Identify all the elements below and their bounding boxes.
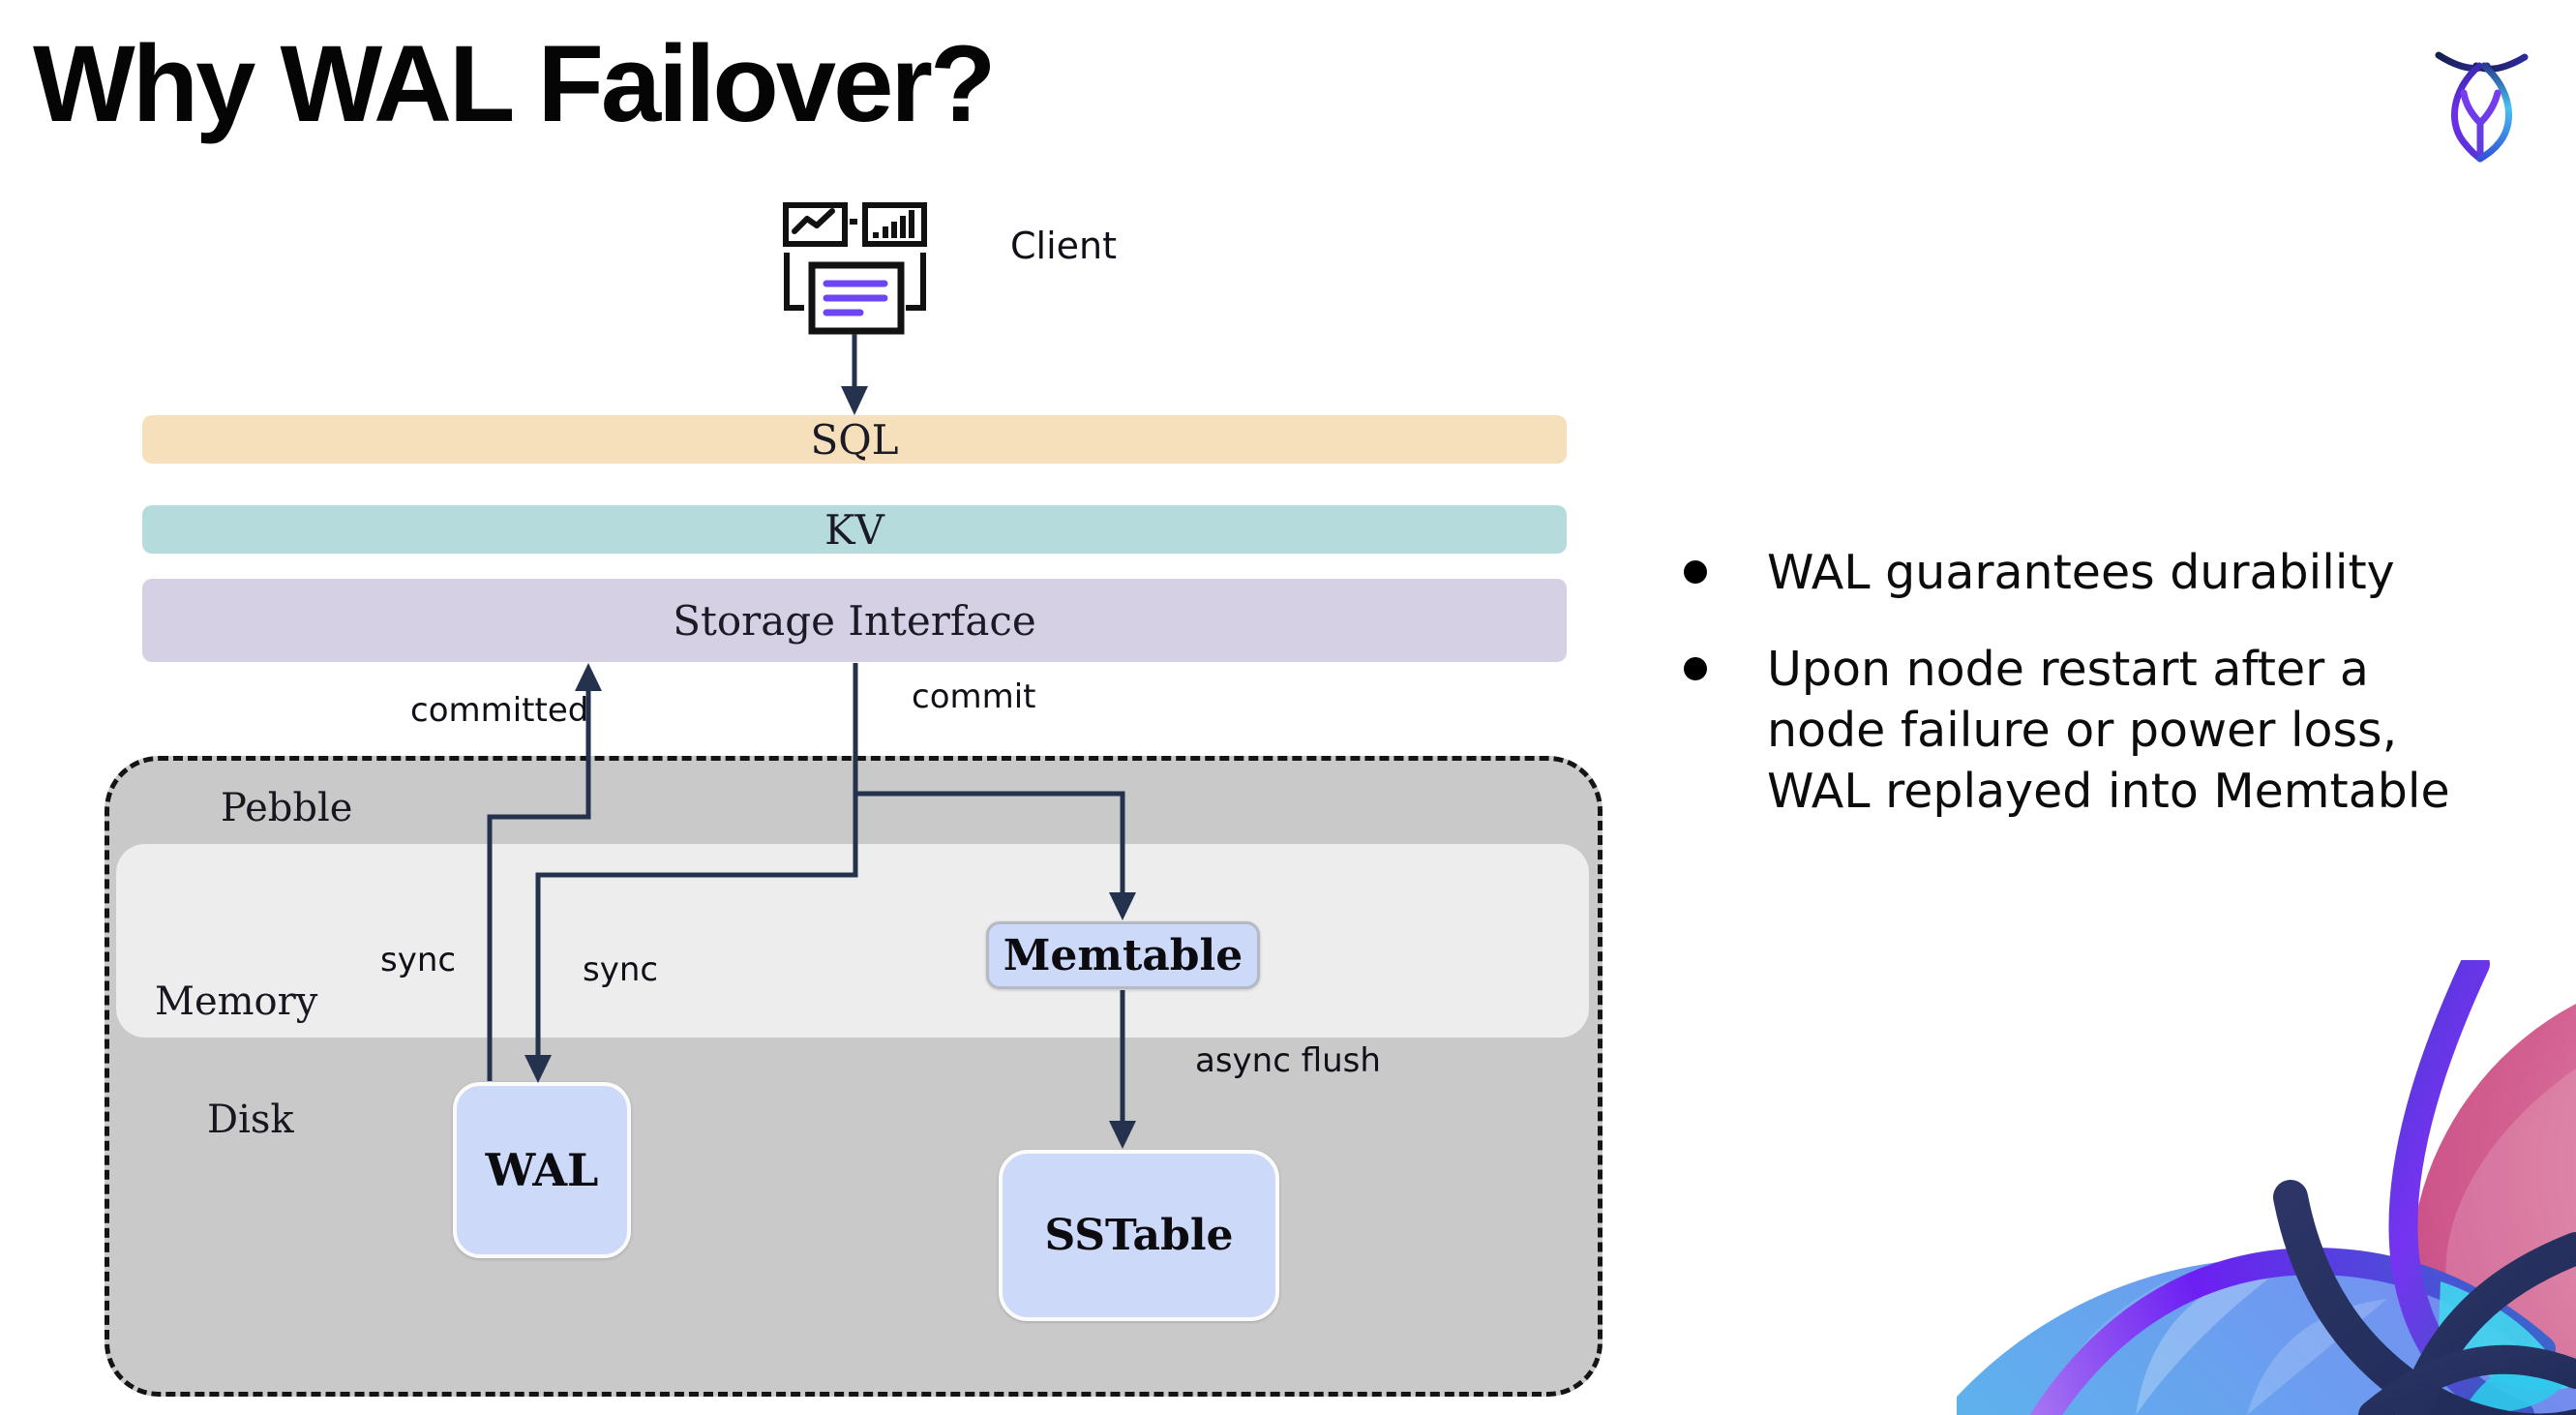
sync-left-edge-label: sync: [380, 941, 457, 979]
memtable-node-label: Memtable: [1003, 930, 1243, 980]
client-label: Client: [1010, 225, 1118, 267]
commit-edge-label: commit: [912, 677, 1036, 716]
layer-sql-label: SQL: [810, 415, 899, 464]
memory-region: [116, 844, 1589, 1038]
client-icon: [783, 202, 927, 335]
pebble-label: Pebble: [221, 786, 353, 830]
layer-sql: SQL: [142, 415, 1567, 464]
sstable-node-label: SSTable: [1044, 1211, 1234, 1260]
layer-storage-interface-label: Storage Interface: [673, 596, 1036, 645]
wal-node-label: WAL: [485, 1144, 599, 1196]
bullet-text: Upon node restart after a node failure o…: [1767, 642, 2450, 819]
list-item: WAL guarantees durability: [1684, 542, 2574, 603]
wal-node: WAL: [453, 1082, 631, 1258]
async-flush-edge-label: async flush: [1195, 1041, 1381, 1080]
layer-kv-label: KV: [824, 505, 884, 554]
committed-edge-label: committed: [410, 691, 589, 730]
layer-kv: KV: [142, 505, 1567, 554]
cockroachdb-brand-graphic-icon: [1957, 960, 2576, 1415]
memory-label: Memory: [155, 979, 318, 1024]
bullet-text: WAL guarantees durability: [1767, 545, 2395, 600]
layer-storage-interface: Storage Interface: [142, 579, 1567, 662]
bullet-list: WAL guarantees durability Upon node rest…: [1684, 542, 2574, 858]
sstable-node: SSTable: [999, 1150, 1279, 1321]
disk-label: Disk: [207, 1098, 294, 1142]
cockroachdb-logo-icon: [2435, 51, 2529, 163]
bullet-icon: [1684, 657, 1707, 680]
sync-right-edge-label: sync: [583, 950, 659, 989]
page-title: Why WAL Failover?: [33, 23, 996, 144]
bullet-icon: [1684, 560, 1707, 584]
list-item: Upon node restart after a node failure o…: [1684, 639, 2574, 822]
memtable-node: Memtable: [986, 921, 1260, 989]
